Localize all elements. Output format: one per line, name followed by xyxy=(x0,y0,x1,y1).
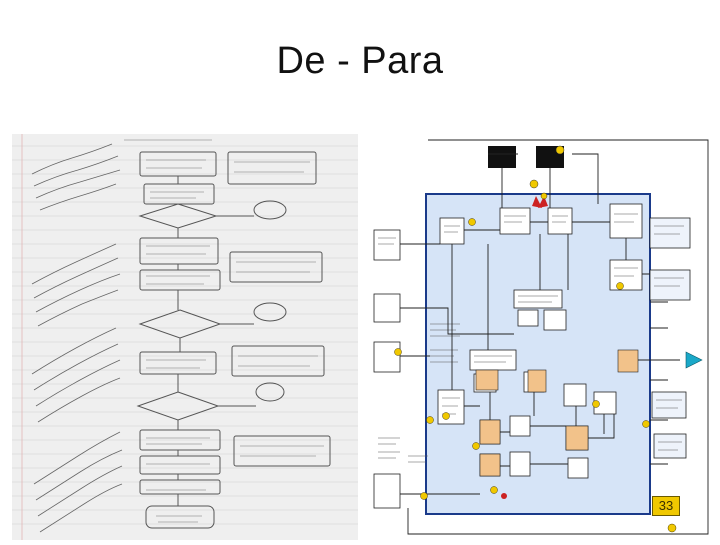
top-black-box-1 xyxy=(488,146,516,168)
diagram-box-lower-2 xyxy=(509,415,531,437)
diagram-box-receiving xyxy=(439,217,465,245)
sketch-scribbles xyxy=(31,139,324,533)
sketch-goal-1 xyxy=(227,151,317,185)
diagram-highlight-boxes xyxy=(475,349,639,477)
slide-number-badge: 33 xyxy=(652,496,680,516)
sketch-box-3 xyxy=(139,237,219,265)
diagram-box-center-header xyxy=(513,289,563,309)
sketch-box-6 xyxy=(139,429,221,451)
diagram-flow-lines xyxy=(400,139,709,535)
diagram-box-catering xyxy=(609,259,643,291)
diagram-fine-print xyxy=(378,213,684,463)
diagram-note-right-2 xyxy=(649,269,691,301)
marker-dot xyxy=(529,179,539,189)
diagram-note-right-3 xyxy=(651,391,687,419)
sketch-goal-4 xyxy=(233,435,331,467)
sketch-box-8 xyxy=(139,479,221,495)
diagram-box-airline xyxy=(469,349,517,371)
diagram-note-right-1 xyxy=(649,217,691,249)
diagram-box-freight xyxy=(373,473,401,509)
sketch-end-box xyxy=(145,505,215,529)
diagram-box-lower-5 xyxy=(509,451,531,477)
diagram-box-mid-3 xyxy=(563,383,587,407)
sketch-paper xyxy=(12,134,358,540)
diagram-box-maintenance xyxy=(499,207,531,235)
diagram-box-suppliers xyxy=(373,229,401,261)
diagram-exit-arrow xyxy=(685,351,703,369)
sketch-goal-2 xyxy=(229,251,323,283)
sketch-fail-circle-2 xyxy=(253,302,287,322)
diagram-box-left-2 xyxy=(373,293,401,323)
sketch-goal-3 xyxy=(231,345,325,377)
diagram-box-lower-6 xyxy=(567,457,589,479)
diagram-box-ramp xyxy=(437,389,465,425)
hand-drawn-process-sketch xyxy=(12,134,358,540)
sketch-flow-shapes xyxy=(136,151,331,529)
diagram-box-left-3 xyxy=(373,341,401,373)
diagram-yellow-markers xyxy=(394,192,677,533)
sketch-fail-circle-3 xyxy=(255,382,285,402)
diagram-box-tower xyxy=(609,203,643,239)
diagram-main-region xyxy=(425,193,651,515)
sketch-ruled-lines xyxy=(12,145,358,525)
printed-process-diagram xyxy=(368,134,720,540)
diagram-note-right-4 xyxy=(653,433,687,459)
sketch-box-4 xyxy=(139,269,221,291)
diagram-red-markers xyxy=(501,196,548,499)
diagram-box-part xyxy=(547,207,573,235)
marker-dot xyxy=(555,145,565,155)
diagram-box-center-b xyxy=(543,309,567,331)
slide-title: De - Para xyxy=(276,40,444,82)
diagram-box-center-a xyxy=(517,309,539,327)
sketch-box-7 xyxy=(139,455,221,475)
sketch-fail-circle-1 xyxy=(253,200,287,220)
